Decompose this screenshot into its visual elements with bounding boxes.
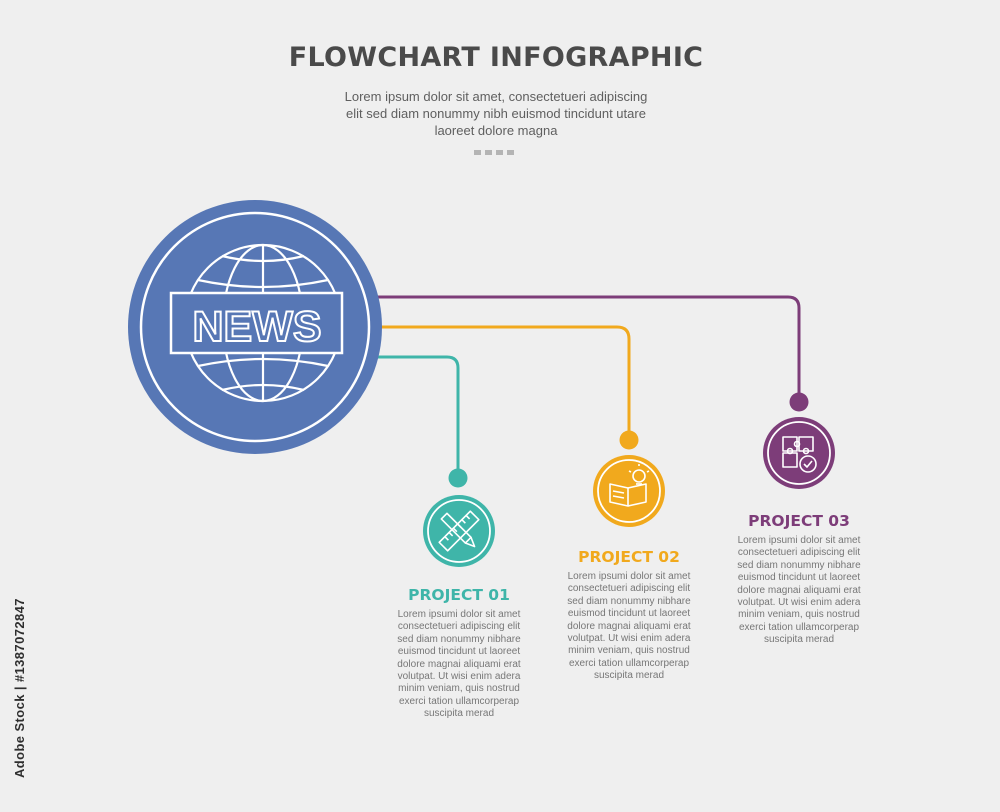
- project-01-icon-circle: [423, 495, 495, 567]
- description-line: suscipita merad: [593, 670, 665, 682]
- description-line: volutpat. Ut wisi enim adera: [397, 671, 521, 683]
- project-03-description: Lorem ipsumi dolor sit amet consectetuer…: [719, 535, 879, 647]
- description-line: minim veniam, quis nostrud: [738, 609, 860, 621]
- watermark-text: Adobe Stock | #1387072847: [12, 598, 27, 778]
- divider-dots: [474, 150, 514, 155]
- page-title: FLOWCHART INFOGRAPHIC: [288, 42, 704, 73]
- description-line: consectetueri adipiscing elit: [567, 583, 691, 595]
- description-line: consectetueri adipiscing elit: [397, 621, 521, 633]
- description-line: minim veniam, quis nostrud: [568, 645, 690, 657]
- description-line: exerci tation ullamcorperap: [398, 695, 520, 707]
- description-line: minim veniam, quis nostrud: [398, 683, 520, 695]
- subtitle-line: Lorem ipsum dolor sit amet, consectetuer…: [344, 89, 648, 104]
- project-01-description: Lorem ipsumi dolor sit amet consectetuer…: [379, 609, 539, 721]
- description-line: exerci tation ullamcorperap: [738, 621, 860, 633]
- page-subtitle: Lorem ipsum dolor sit amet, consectetuer…: [300, 88, 692, 139]
- project-02-icon-circle: [593, 455, 665, 527]
- description-line: suscipita merad: [763, 634, 835, 646]
- project-03-icon-circle: [763, 417, 835, 489]
- description-line: euismod tincidunt ut laoreet: [567, 608, 691, 620]
- description-line: dolore magnai aliquami erat: [737, 584, 861, 596]
- description-line: euismod tincidunt ut laoreet: [737, 572, 861, 584]
- subtitle-line: elit sed diam nonummy nibh euismod tinci…: [346, 106, 646, 121]
- description-line: sed diam nonummy nibhare: [737, 559, 861, 571]
- description-line: sed diam nonummy nibhare: [397, 633, 521, 645]
- description-line: sed diam nonummy nibhare: [567, 595, 691, 607]
- book-lightbulb-icon: [609, 464, 650, 507]
- connector-dot-project-01: [448, 468, 468, 488]
- description-line: volutpat. Ut wisi enim adera: [567, 633, 691, 645]
- description-line: euismod tincidunt ut laoreet: [397, 646, 521, 658]
- puzzle-check-icon: [782, 436, 817, 473]
- project-02-description: Lorem ipsumi dolor sit amet consectetuer…: [549, 571, 709, 683]
- description-line: exerci tation ullamcorperap: [568, 657, 690, 669]
- connector-line-project-03: [372, 295, 801, 402]
- description-line: Lorem ipsumi dolor sit amet: [397, 609, 521, 620]
- connector-line-project-02: [372, 325, 631, 440]
- description-line: suscipita merad: [423, 708, 495, 720]
- project-02-title: PROJECT 02: [578, 548, 680, 566]
- description-line: Lorem ipsumi dolor sit amet: [567, 571, 691, 582]
- project-03-title: PROJECT 03: [748, 512, 850, 530]
- news-hub: NEWS: [128, 200, 382, 454]
- description-line: Lorem ipsumi dolor sit amet: [737, 535, 861, 546]
- description-line: consectetueri adipiscing elit: [737, 547, 861, 559]
- project-01-title: PROJECT 01: [408, 586, 510, 604]
- description-line: dolore magnai aliquami erat: [397, 658, 521, 670]
- subtitle-line: laoreet dolore magna: [434, 123, 558, 138]
- connector-dot-project-03: [789, 392, 809, 412]
- description-line: volutpat. Ut wisi enim adera: [737, 597, 861, 609]
- pencil-ruler-icon: [438, 510, 480, 552]
- connector-line-project-01: [372, 355, 460, 478]
- connector-dot-project-02: [619, 430, 639, 450]
- news-label: NEWS: [193, 303, 322, 351]
- description-line: dolore magnai aliquami erat: [567, 620, 691, 632]
